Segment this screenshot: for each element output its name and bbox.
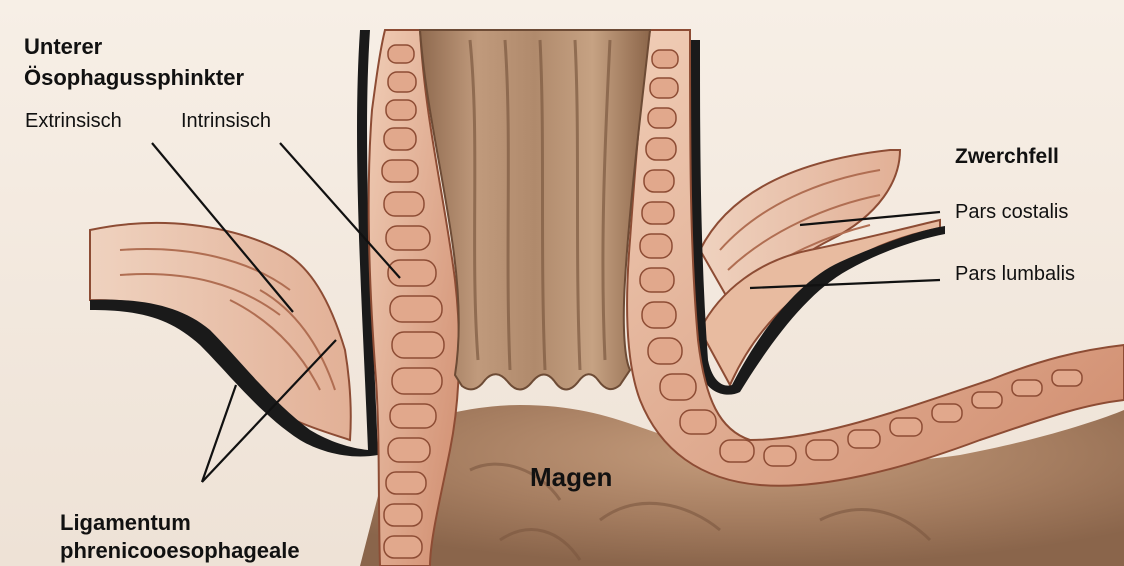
stomach-label: Magen [530, 464, 612, 490]
intrinsic-label: Intrinsisch [181, 111, 271, 131]
ligament-label-line2: phrenicooesophageale [60, 540, 300, 562]
pars-lumbalis-label: Pars lumbalis [955, 264, 1075, 284]
sphincter-title-line2: Ösophagussphinkter [24, 67, 244, 89]
ligament-label-line1: Ligamentum [60, 512, 191, 534]
sphincter-title-line1: Unterer [24, 36, 102, 58]
extrinsic-label: Extrinsisch [25, 111, 122, 131]
diaphragm-label: Zwerchfell [955, 146, 1059, 167]
pars-costalis-label: Pars costalis [955, 202, 1068, 222]
